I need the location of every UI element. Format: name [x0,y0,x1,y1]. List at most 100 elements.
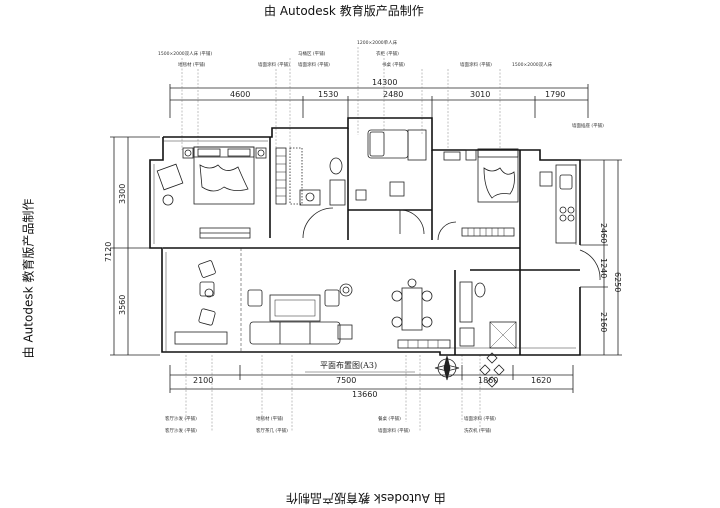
callout-top-11: 墙面插座 (平铺) [572,122,604,129]
dim-right-1: 2460 [599,223,608,243]
burner [567,214,575,222]
burner [559,206,567,214]
callout-bottom-6: 墙面涂料 (平铺) [378,427,410,434]
callout-top-3: 马桶区 (平铺) [298,50,326,57]
burner [559,214,567,222]
top-dimensions: 14300 4600 1530 2480 3010 1790 [169,78,589,118]
walls [149,117,581,356]
dim-bottom-1: 2100 [193,376,213,385]
dining-area [391,278,451,349]
right-dimensions: 2460 1240 2160 6250 [580,159,622,356]
door-swing [437,221,457,241]
master-bedroom [156,146,267,239]
dim-left-total: 7120 [104,242,113,262]
nightstand [182,147,194,159]
dim-left-1: 3300 [118,184,127,204]
direction-diamond-icon [479,352,505,388]
dim-overall-bottom: 13660 [352,390,377,399]
bottom-callout-leaders [185,355,481,432]
armchair [156,163,184,191]
watermark-top: 由 Autodesk 教育版产品制作 [264,4,424,18]
dim-top-5: 1790 [545,90,565,99]
desk-chair [389,181,405,197]
bottom-callouts: 客厅沙发 (平铺) 地毯材 (平铺) 客厅沙发 (平铺) 客厅茶几 (平铺) 餐… [165,415,496,434]
small-bedroom [355,129,427,235]
burner [567,206,575,214]
tv-cabinet [174,331,228,345]
chair [421,316,433,328]
callout-top-9: 1500×2000双人床 [512,61,553,68]
kitchen [539,164,601,281]
bathroom-2 [459,281,517,349]
dim-overall-top: 14300 [372,78,397,87]
dim-bottom-4: 1620 [531,376,551,385]
top-callout-leaders [181,47,501,150]
callout-top-6: 衣柜 (平铺) [376,50,399,57]
sideboard [397,339,451,349]
callout-bottom-8: 洗衣机 (平铺) [464,427,492,434]
door-swing [579,249,601,281]
dim-bottom-2: 7500 [336,376,356,385]
plant [339,283,353,297]
armchair [198,308,216,326]
nightstand [465,149,477,161]
callout-top-7: 书桌 (平铺) [382,61,405,68]
callout-top-4: 墙面涂料 (平铺) [298,61,330,68]
callout-bottom-3: 客厅沙发 (平铺) [165,427,197,434]
single-bed [367,129,409,159]
sofa [249,321,341,345]
coffee-table [269,294,321,322]
dim-top-4: 3010 [470,90,490,99]
dining-table [401,287,423,331]
toilet [329,157,343,175]
pillow [197,148,221,157]
sink [559,174,573,190]
callout-top-5: 1200×2000单人床 [357,39,398,46]
bed-cover-pattern [199,164,249,192]
callout-bottom-4: 客厅茶几 (平铺) [256,427,288,434]
dim-right-2: 1240 [599,258,608,278]
dim-right-total: 6250 [613,272,622,292]
fridge [539,171,553,187]
door-swing [399,209,425,235]
top-callouts: 1500×2000双人床 (平铺) 地毯材 (平铺) 马桶区 (平铺) 墙面涂料… [158,39,604,129]
left-dimensions: 7120 3300 3560 [104,136,160,356]
bed-headboard [193,146,255,158]
dim-top-1: 4600 [230,90,250,99]
callout-top-10: 墙面涂料 (平铺) [258,61,290,68]
lamp [184,149,192,157]
armchair [198,260,216,278]
armchair [199,281,215,297]
chair [391,316,403,328]
pillow [227,148,251,157]
chair [391,290,403,302]
callout-bottom-7: 墙面涂料 (平铺) [464,415,496,422]
side-table [204,288,214,298]
storage-shelf [275,147,287,205]
dim-left-2: 3560 [118,295,127,315]
basin [305,192,315,202]
callout-top-1: 1500×2000双人床 (平铺) [158,50,212,57]
wardrobe [407,129,427,161]
desk [443,151,461,161]
bottom-dimensions: 2100 7500 1860 1620 13660 [169,365,574,399]
stool [355,189,367,201]
double-bed [193,146,255,205]
cabinet [329,179,346,206]
countertop [555,164,577,244]
living-room [174,248,353,352]
armchair [324,289,340,307]
nightstand [255,147,267,159]
wardrobe [461,227,515,237]
dim-top-2: 1530 [318,90,338,99]
second-bedroom [437,148,519,241]
callout-top-8: 墙面涂料 (平铺) [460,61,492,68]
shower [489,321,517,349]
callout-bottom-5: 餐桌 (平铺) [378,415,401,422]
side-table [162,194,174,206]
bathroom-1 [275,147,346,239]
shower-area [289,147,303,205]
armchair [247,289,263,307]
cabinet [459,281,473,323]
